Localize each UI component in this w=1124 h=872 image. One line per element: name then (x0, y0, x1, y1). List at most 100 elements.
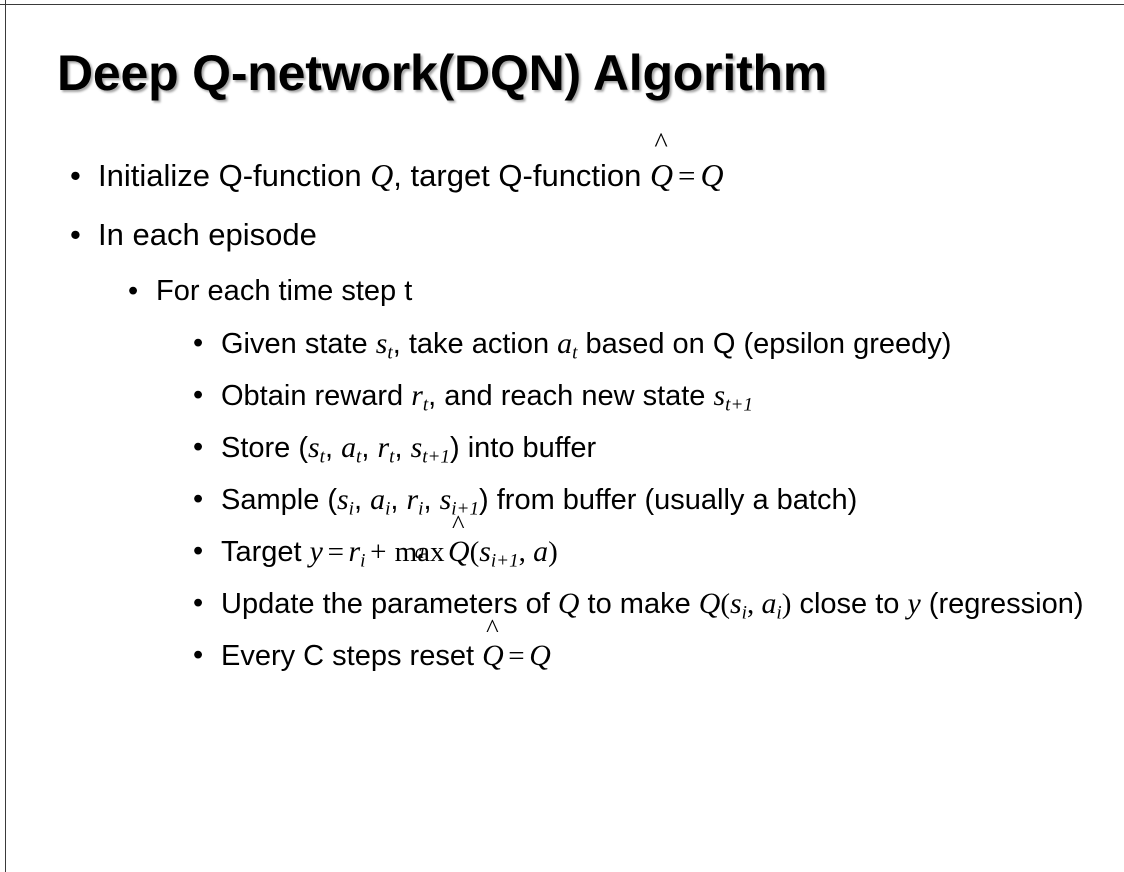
bullet-text: Given state st, take action at based on … (221, 318, 1094, 370)
math-sub-i: i (360, 550, 366, 572)
math-var-y: y (907, 587, 921, 620)
math-sub-t: t (319, 446, 325, 468)
math-paren-close: ) (781, 588, 792, 620)
bullet-item-given-state: • Given state st, take action at based o… (0, 318, 1124, 370)
math-sub-t: t (422, 394, 429, 416)
bullet-glyph: • (193, 535, 204, 567)
text-run: based on Q (epsilon greedy) (577, 328, 952, 360)
math-sub-i-plus-1: i+1 (490, 550, 519, 572)
bullet-item-store-buffer: • Store (st, at, rt, st+1) into buffer (0, 422, 1124, 474)
text-run: , (394, 432, 411, 464)
math-sub-i-plus-1: i+1 (451, 498, 480, 520)
page-title: Deep Q-network(DQN) Algorithm (57, 45, 828, 101)
math-q-hat: Q^ (482, 615, 504, 682)
math-equals: = (678, 158, 696, 193)
bullet-glyph: • (128, 275, 139, 307)
bullet-text: Sample (si, ai, ri, si+1) from buffer (u… (221, 474, 1124, 526)
text-run: ) into buffer (450, 432, 597, 464)
text-run: , (390, 484, 407, 516)
math-var-qhat: Q (650, 158, 674, 193)
text-run: , (324, 432, 342, 464)
math-sub-i: i (348, 498, 354, 520)
math-var-r: r (406, 483, 419, 516)
math-paren-close: ) (548, 536, 558, 568)
math-var-q2: Q (700, 158, 724, 193)
math-var-qhat: Q (447, 535, 470, 568)
math-sub-t: t (572, 342, 578, 364)
math-var-a: a (370, 483, 386, 516)
math-var-a: a (557, 327, 573, 360)
text-run: , (423, 484, 440, 516)
bullet-text: Initialize Q-function Q, target Q-functi… (98, 130, 1124, 205)
math-var-q: Q (557, 587, 580, 620)
math-var-s: s (730, 587, 742, 620)
math-sub-t-plus-1: t+1 (422, 446, 450, 468)
text-run: , take action (392, 328, 558, 360)
math-var-s: s (308, 431, 320, 464)
bullet-glyph: • (193, 327, 204, 359)
math-var-r: r (411, 379, 423, 412)
math-var-a: a (341, 431, 357, 464)
text-run: , target Q-function (393, 158, 651, 193)
math-var-s2: s (439, 483, 452, 516)
slide-left-rule (5, 0, 6, 872)
math-var-s: s (713, 379, 726, 412)
max-label: max (394, 536, 445, 568)
bullet-glyph: • (193, 431, 204, 463)
math-var-q2: Q (698, 587, 721, 620)
bullet-text: For each time step t (156, 275, 413, 307)
bullet-glyph: • (193, 587, 204, 619)
slide-top-rule (0, 4, 1124, 5)
text-run: Given state (221, 328, 376, 360)
math-q-hat: Q^ (447, 511, 470, 578)
math-sub-t: t (389, 446, 395, 468)
math-paren-open: ( (469, 536, 480, 568)
hat-accent-icon: ^ (654, 128, 668, 160)
bullet-text: In each episode (98, 217, 317, 252)
bullet-item-update-parameters: • Update the parameters of Q to make Q(s… (0, 578, 1124, 630)
text-run: to make (579, 588, 699, 620)
text-run: close to (791, 588, 908, 620)
math-var-qhat: Q (482, 639, 504, 672)
math-sub-t-plus-1: t+1 (725, 394, 753, 416)
bullet-glyph: • (193, 379, 204, 411)
bullet-item-every-c-steps-reset: • Every C steps reset Q^=Q (0, 615, 1124, 682)
math-sub-i: i (418, 498, 424, 520)
math-var-a: a (761, 587, 777, 620)
math-var-s: s (375, 327, 388, 360)
bullet-text: Every C steps reset Q^=Q (221, 615, 1124, 682)
math-equals: = (327, 536, 344, 568)
text-run: (regression) (920, 588, 1084, 620)
bullet-glyph: • (70, 158, 81, 193)
math-var-r: r (377, 431, 390, 464)
hat-accent-icon: ^ (452, 509, 465, 540)
bullet-text: Obtain reward rt, and reach new state st… (221, 370, 1124, 422)
text-run: Target (221, 536, 310, 568)
text-run: Initialize Q-function (98, 158, 371, 193)
hat-accent-icon: ^ (486, 613, 499, 644)
bullet-text: Store (st, at, rt, st+1) into buffer (221, 422, 1124, 474)
math-var-y: y (309, 535, 323, 568)
math-sub-i: i (776, 602, 782, 624)
text-run: Store ( (221, 432, 309, 464)
text-run: , (361, 432, 378, 464)
max-underscript: a (414, 540, 425, 563)
math-sub-t: t (387, 342, 393, 364)
text-run: Sample ( (221, 484, 338, 516)
math-var-s: s (479, 535, 491, 568)
math-paren-open: ( (720, 588, 731, 620)
math-q-hat: Q^ (650, 130, 674, 205)
math-var-s: s (337, 483, 349, 516)
text-run: , (354, 484, 371, 516)
bullet-item-obtain-reward: • Obtain reward rt, and reach new state … (0, 370, 1124, 422)
math-comma: , (518, 536, 534, 568)
math-sub-t: t (356, 446, 362, 468)
bullet-item-sample-buffer: • Sample (si, ai, ri, si+1) from buffer … (0, 474, 1124, 526)
bullet-list: • Initialize Q-function Q, target Q-func… (0, 130, 1124, 682)
bullet-item-initialize: • Initialize Q-function Q, target Q-func… (0, 130, 1124, 205)
text-run: Obtain reward (221, 380, 412, 412)
